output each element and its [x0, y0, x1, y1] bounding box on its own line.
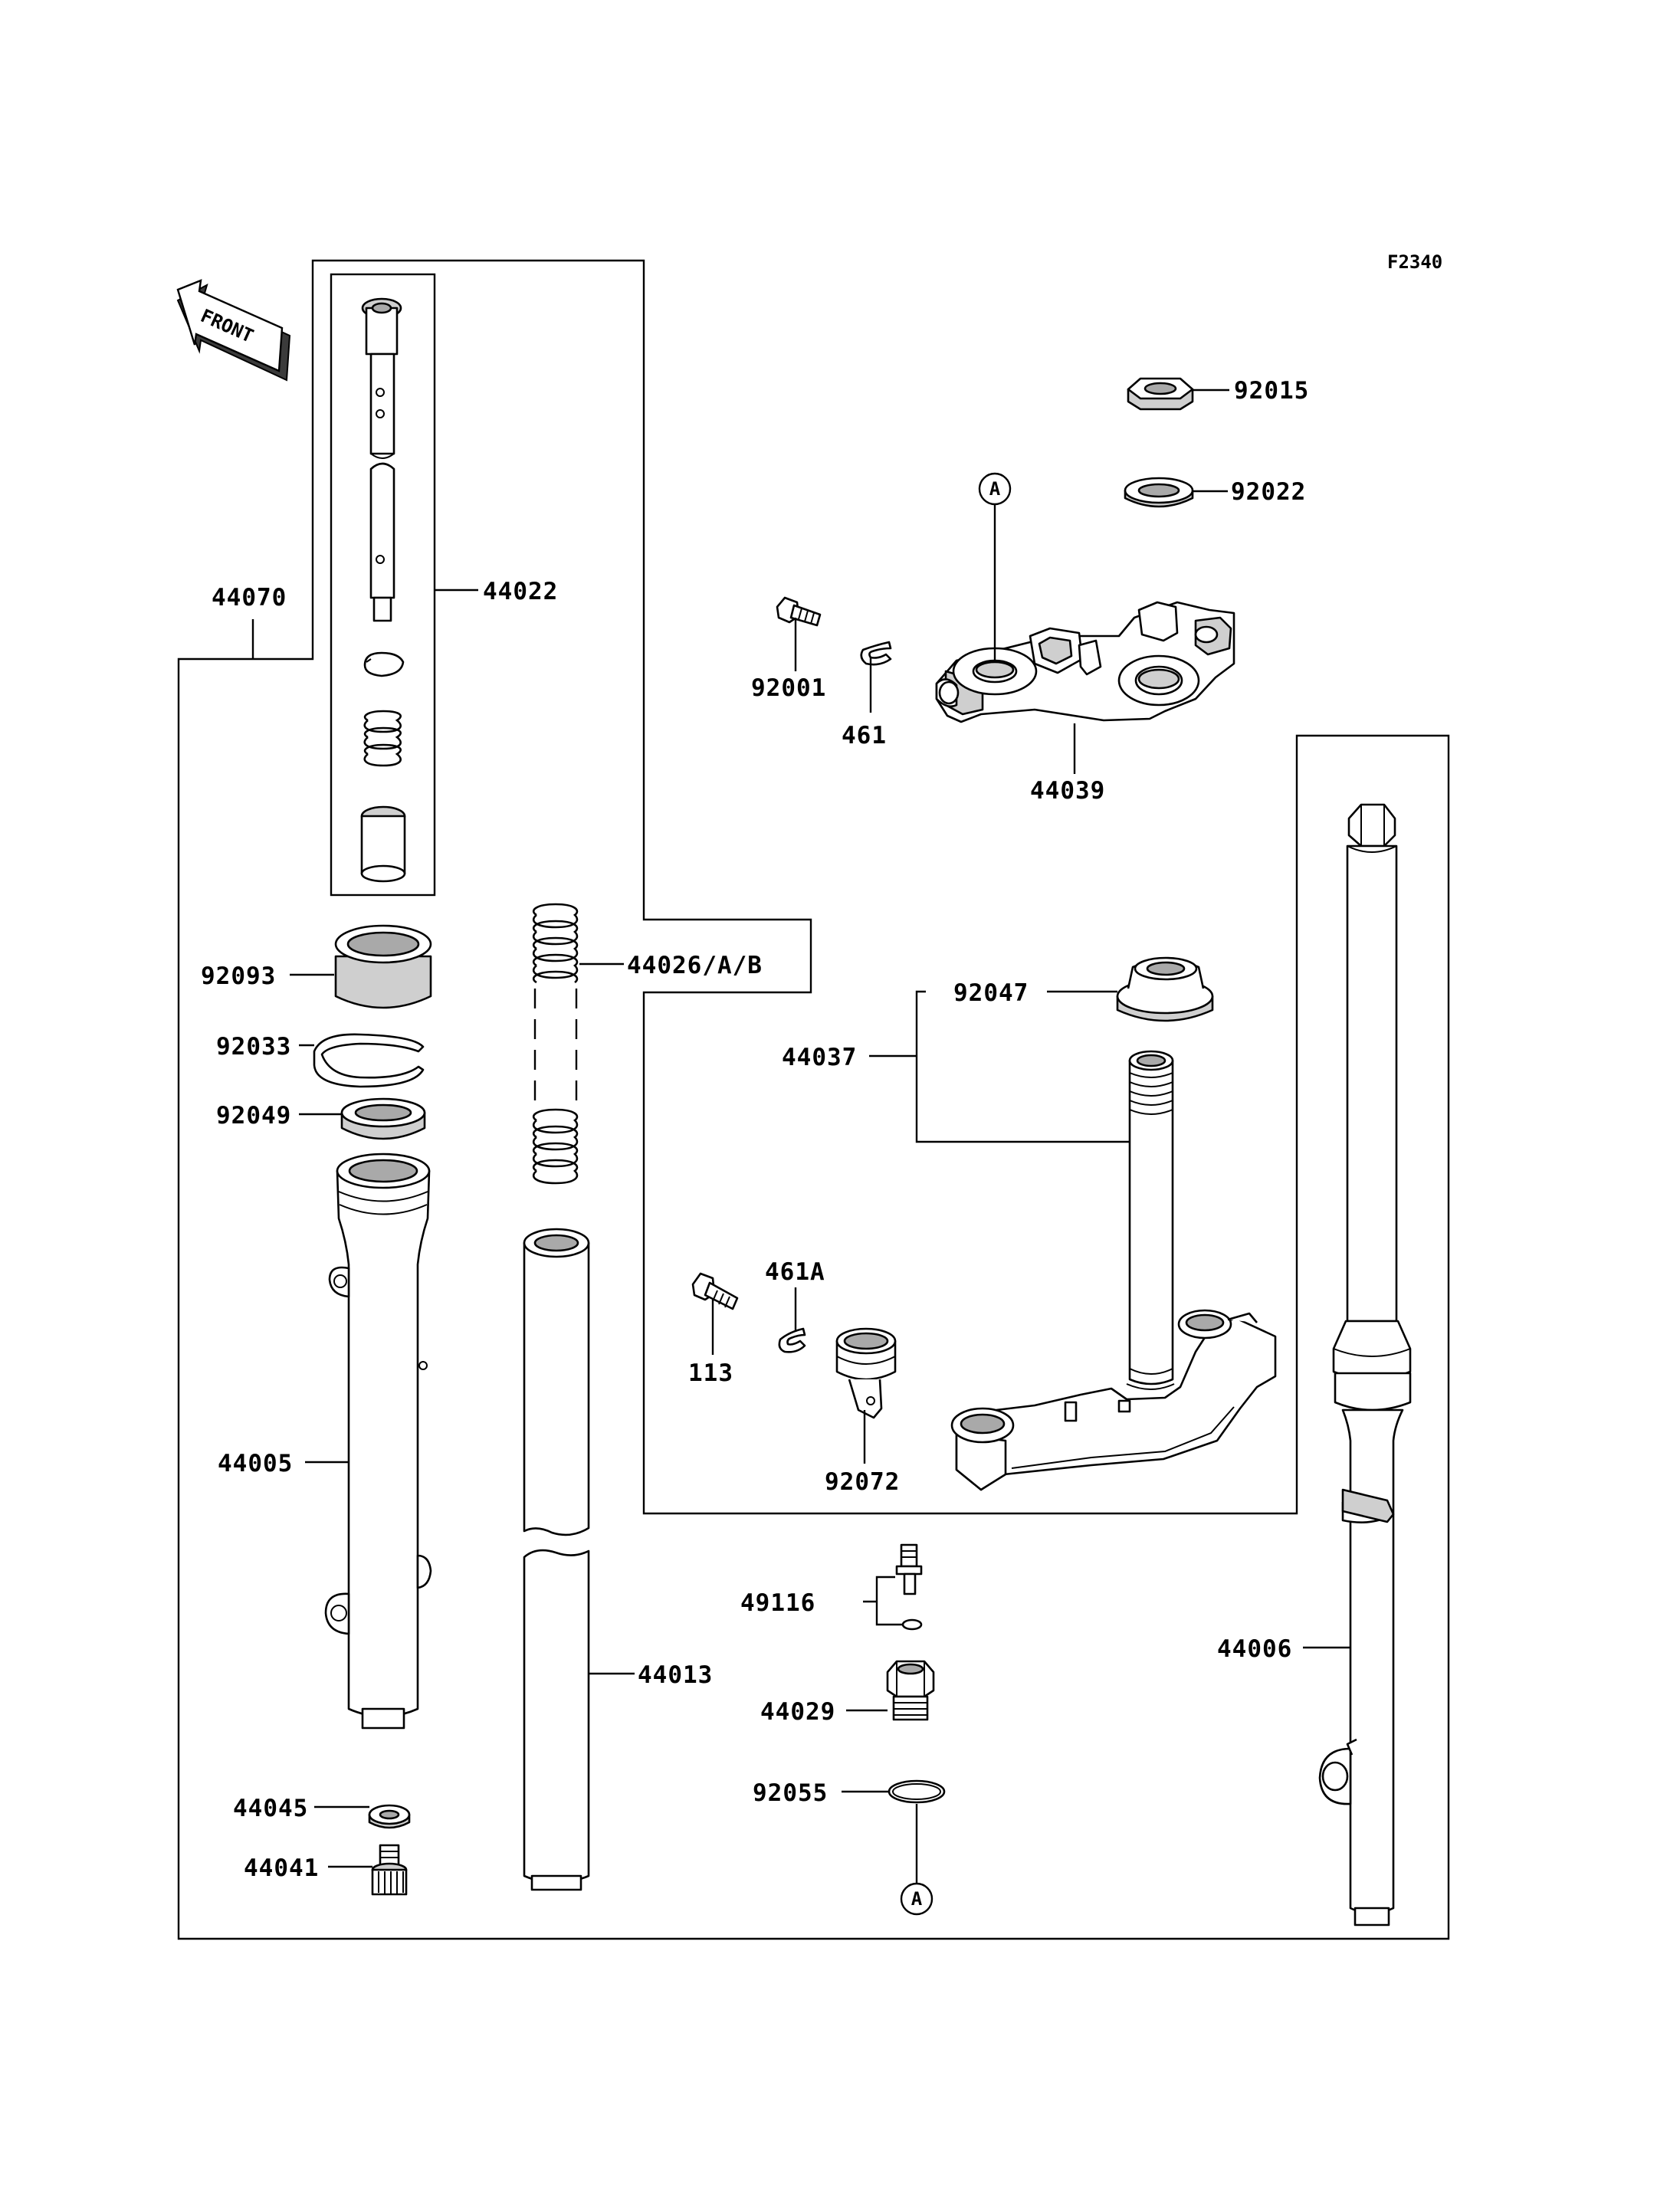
damper-rod-44022	[360, 297, 406, 883]
outer-tube-44006	[1318, 803, 1412, 1926]
washer-44045	[368, 1804, 411, 1829]
reference-marker-a-bottom: A	[900, 1882, 934, 1916]
bolt-113	[691, 1272, 739, 1310]
front-arrow-icon: FRONT	[176, 279, 291, 382]
figure-id: F2340	[1387, 251, 1442, 273]
nut-92015	[1127, 377, 1194, 411]
label-44045: 44045	[233, 1795, 308, 1822]
clip-92033	[313, 1033, 425, 1088]
reference-marker-a-top: A	[978, 472, 1012, 506]
dust-seal-92093	[334, 924, 432, 1009]
label-461A: 461A	[765, 1258, 825, 1286]
upper-bracket-44039	[935, 601, 1235, 723]
washer-92022	[1124, 477, 1194, 508]
bolt-44041	[371, 1844, 408, 1896]
reference-marker-a-bottom-label: A	[911, 1888, 923, 1910]
inner-tube-44013	[523, 1228, 590, 1891]
assembly-outline-44070	[177, 259, 1450, 1940]
leader-lines	[251, 389, 1350, 1868]
circlip-461A	[778, 1327, 806, 1353]
outer-tube-44005	[324, 1153, 432, 1730]
label-44005: 44005	[218, 1450, 293, 1477]
label-92001: 92001	[751, 674, 826, 702]
circlip-461	[860, 641, 892, 666]
oil-seal-92049	[340, 1097, 426, 1140]
bolt-92001	[776, 596, 822, 627]
label-44041: 44041	[244, 1854, 319, 1882]
label-44039: 44039	[1030, 777, 1105, 805]
label-92015: 92015	[1234, 377, 1309, 405]
label-92093: 92093	[201, 962, 276, 990]
label-44037: 44037	[782, 1044, 857, 1071]
label-44026: 44026/A/B	[627, 952, 763, 979]
label-92022: 92022	[1231, 478, 1306, 506]
reference-marker-a-top-label: A	[989, 478, 1001, 500]
assembly-outline-44022	[330, 273, 436, 897]
fork-spring-44026	[532, 903, 579, 1185]
label-44006: 44006	[1217, 1635, 1292, 1663]
label-44029: 44029	[760, 1698, 835, 1726]
stem-lower-bracket-44037	[950, 1050, 1277, 1491]
label-461: 461	[842, 722, 887, 749]
label-92033: 92033	[216, 1033, 291, 1061]
seal-92047	[1116, 956, 1214, 1022]
label-44013: 44013	[638, 1661, 713, 1689]
valve-49116	[895, 1543, 923, 1631]
label-92047: 92047	[953, 979, 1029, 1007]
label-113: 113	[688, 1359, 733, 1387]
label-44022: 44022	[483, 578, 558, 605]
label-92055: 92055	[753, 1779, 828, 1807]
bolt-44029	[886, 1660, 935, 1721]
label-92072: 92072	[825, 1468, 900, 1496]
o-ring-92055	[888, 1779, 946, 1804]
label-92049: 92049	[216, 1102, 291, 1130]
clamp-92072	[835, 1327, 897, 1419]
label-44070: 44070	[212, 584, 287, 612]
label-49116: 49116	[740, 1589, 815, 1617]
